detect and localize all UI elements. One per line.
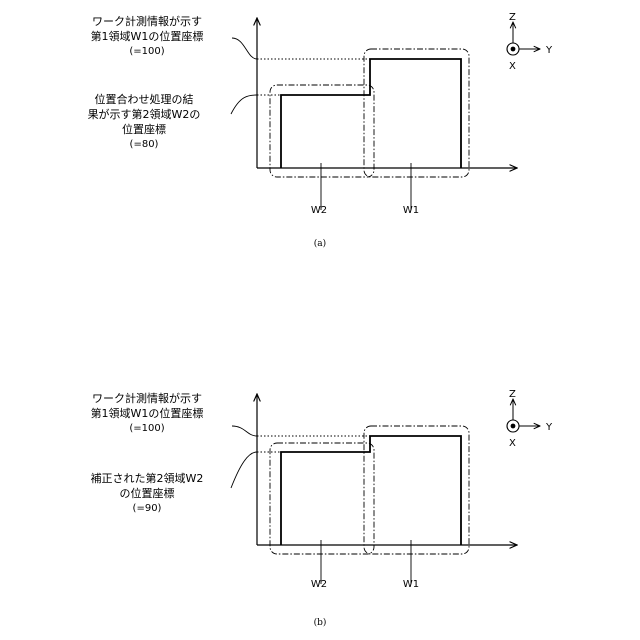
region-w2-outline [270,443,374,554]
axis-x-label: X [509,61,516,72]
region-w1-label: W1 [403,579,419,590]
w2-leader-line [231,95,257,114]
axis-x-label: X [509,438,516,449]
w2-coordinate-value: (=90) [133,503,162,514]
w2-coordinate-label-line1: 補正された第2領域W2 [91,471,204,485]
region-w2-outline [270,85,374,177]
panel-a-caption: (a) [314,238,326,249]
w1-coordinate-label-line2: 第1領域W1の位置座標 [91,29,204,43]
panel-b: ワーク計測情報が示す 第1領域W1の位置座標 (=100) 補正された第2領域W… [91,389,553,628]
panel-a: ワーク計測情報が示す 第1領域W1の位置座標 (=100) 位置合わせ処理の結 … [88,12,553,249]
w2-coordinate-label-line2: の位置座標 [120,486,175,500]
workpiece-profile [281,436,461,545]
axis-z-label: Z [509,12,516,23]
w1-leader-line [232,426,257,436]
w1-leader-line [232,38,257,59]
w1-coordinate-label-line1: ワーク計測情報が示す [92,14,202,28]
region-w2-label: W2 [311,205,327,216]
axis-y-label: Y [545,422,553,433]
axis-indicator-b: Z Y X [507,389,553,449]
region-w1-outline [364,426,469,554]
w2-coordinate-value: (=80) [130,139,159,150]
region-w2-label: W2 [311,579,327,590]
axis-y-label: Y [545,45,553,56]
panel-b-caption: (b) [314,617,327,628]
w2-leader-line [231,452,257,488]
w2-coordinate-label-line3: 位置座標 [122,122,166,136]
region-w1-label: W1 [403,205,419,216]
w1-coordinate-value: (=100) [129,423,164,434]
axis-z-label: Z [509,389,516,400]
w1-coordinate-label-line2: 第1領域W1の位置座標 [91,406,204,420]
region-w1-outline [364,49,469,177]
w2-coordinate-label-line2: 果が示す第2領域W2の [88,107,201,121]
w2-coordinate-label-line1: 位置合わせ処理の結 [95,92,194,106]
w1-coordinate-value: (=100) [129,46,164,57]
w1-coordinate-label-line1: ワーク計測情報が示す [92,391,202,405]
axis-indicator-a: Z Y X [507,12,553,72]
workpiece-profile [281,59,461,168]
